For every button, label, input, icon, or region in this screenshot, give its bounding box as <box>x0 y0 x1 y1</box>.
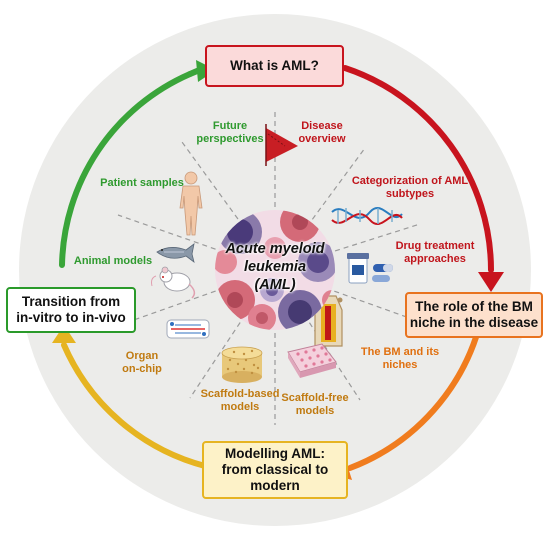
mouse-icon <box>151 266 196 299</box>
arrowhead-red <box>478 272 504 292</box>
label-disease-overview: Disease overview <box>298 120 346 145</box>
bm-niche-role-box: The role of the BM niche in the disease <box>405 292 543 338</box>
scaffold-cylinder-icon <box>221 346 263 383</box>
human-body-icon <box>179 171 203 236</box>
arrowhead-yellow <box>52 325 76 343</box>
label-bm-niches: The BM and its niches <box>360 346 440 371</box>
label-organ-on-chip: Organ on-chip <box>122 350 162 375</box>
arc-yellow <box>61 342 208 469</box>
zebrafish-icon <box>156 243 195 263</box>
label-patient-samples: Patient samples <box>100 177 184 189</box>
arc-green <box>59 71 193 268</box>
label-future-perspectives: Future perspectives <box>196 120 264 145</box>
modelling-aml-box: Modelling AML: from classical to modern <box>202 441 348 499</box>
label-scaffold-based: Scaffold-based models <box>200 388 280 413</box>
red-flag-icon <box>265 124 298 166</box>
aml-cells-image <box>215 210 335 330</box>
pill-bottle-icon <box>347 253 393 284</box>
organ-chip-icon <box>166 319 210 339</box>
bone-marrow-icon <box>314 295 343 347</box>
label-drug-treatment: Drug treatment approaches <box>395 240 475 265</box>
transition-vitro-vivo-box: Transition from in-vitro to in-vivo <box>6 287 136 333</box>
arc-red <box>342 65 494 273</box>
dna-strand-icon <box>331 207 403 225</box>
segment-dividers <box>117 110 421 425</box>
what-is-aml-box: What is AML? <box>205 45 344 87</box>
label-scaffold-free: Scaffold-free models <box>281 392 349 417</box>
center-title: Acute myeloid leukemia (AML) <box>225 241 325 293</box>
arc-orange <box>347 317 484 471</box>
well-plate-icon <box>287 343 337 378</box>
label-animal-models: Animal models <box>73 255 153 267</box>
label-categorization-subtypes: Categorization of AML subtypes <box>351 175 469 200</box>
cycle-arrows <box>59 65 494 471</box>
